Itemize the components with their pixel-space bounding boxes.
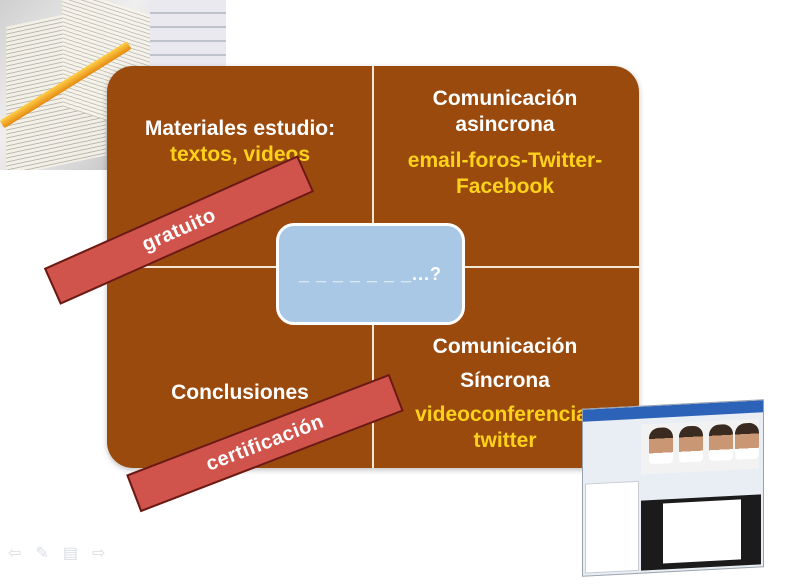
- center-label: _ _ _ _ _ _ _...?: [298, 264, 443, 284]
- asincrona-title-1: Comunicación: [432, 87, 578, 110]
- slide-nav-controls: ⇦ ✎ ▤ ⇨: [8, 546, 105, 562]
- quadrant-top-left: Materiales estudio: textos, videos: [120, 116, 360, 168]
- screenshot-document: [663, 499, 741, 564]
- quadrant-top-right: Comunicación asincrona email-foros-Twitt…: [382, 86, 628, 200]
- asincrona-subtitle-2: Facebook: [455, 175, 555, 198]
- participant-thumbnail: [649, 427, 673, 465]
- materiales-title: Materiales estudio:: [144, 117, 336, 140]
- pen-icon[interactable]: ✎: [35, 545, 49, 562]
- asincrona-subtitle-1: email-foros-Twitter-: [407, 149, 603, 172]
- prev-arrow-icon[interactable]: ⇦: [8, 545, 22, 562]
- sincrona-subtitle-1: videoconferencia-: [415, 403, 595, 426]
- sincrona-title-2: Síncrona: [460, 369, 550, 392]
- next-arrow-icon[interactable]: ⇨: [91, 545, 106, 562]
- menu-icon[interactable]: ▤: [62, 545, 78, 562]
- videoconference-screenshot: [582, 399, 764, 577]
- materiales-subtitle: textos, videos: [169, 143, 311, 166]
- center-box: [276, 223, 465, 325]
- asincrona-title-2: asincrona: [455, 113, 555, 136]
- participant-thumbnail: [679, 425, 703, 463]
- screenshot-side-panel: [585, 480, 639, 574]
- sincrona-title-1: Comunicación: [432, 335, 578, 358]
- participant-thumbnail: [735, 422, 759, 460]
- sincrona-subtitle-2: twitter: [473, 429, 537, 452]
- conclusiones-title: Conclusiones: [171, 381, 309, 404]
- quadrant-bottom-right: Comunicación Síncrona videoconferencia- …: [382, 334, 628, 454]
- participant-thumbnail: [709, 423, 733, 462]
- quadrant-bottom-left: Conclusiones: [120, 380, 360, 406]
